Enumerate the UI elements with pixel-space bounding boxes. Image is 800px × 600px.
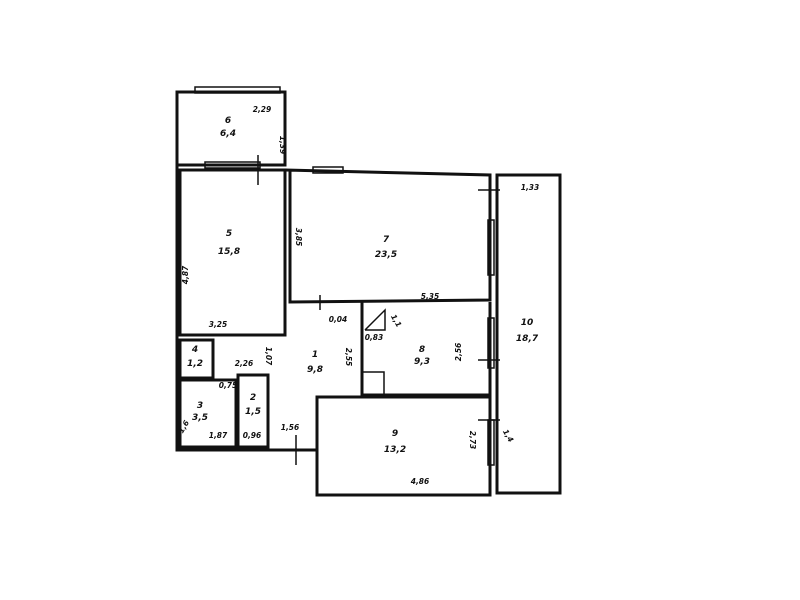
dim-r2-width: 0,96 <box>243 431 262 440</box>
dim-r6-width: 2,29 <box>253 105 272 114</box>
fixtures <box>194 86 500 466</box>
room-10-number: 10 <box>521 318 534 328</box>
wall-outer-left <box>175 92 300 452</box>
room-10-area: 18,7 <box>516 334 539 344</box>
dim-r9-height: 2,73 <box>468 431 477 450</box>
dim-r9-width: 4,86 <box>411 477 430 486</box>
dim-r8-height: 2,56 <box>454 343 463 362</box>
window-room-7 <box>312 166 344 174</box>
dim-hall-width: 1,56 <box>281 423 300 432</box>
dim-r10-width: 1,33 <box>521 183 540 192</box>
dim-corridor: 0,04 <box>329 315 348 324</box>
room-9-number: 9 <box>392 429 398 439</box>
dim-r7-width: 5,35 <box>421 292 440 301</box>
room-9-area: 13,2 <box>384 445 406 455</box>
room-3-area: 3,5 <box>192 413 208 423</box>
room-5-number: 5 <box>226 229 232 239</box>
wall-room-7 <box>284 168 492 304</box>
room-1-area: 9,8 <box>307 365 323 375</box>
room-4-area: 1,2 <box>187 359 203 369</box>
dim-r6-height: 1,39 <box>278 136 287 155</box>
dim-shaft-b: 1,1 <box>389 313 403 329</box>
wall-room-9 <box>315 395 492 497</box>
room-5-area: 15,8 <box>218 247 240 257</box>
dim-r9-side: 1,4 <box>501 428 515 444</box>
wall-room-3 <box>178 378 238 449</box>
wall-room-2 <box>236 373 270 449</box>
window-room-7-side <box>487 219 495 276</box>
room-4-number: 4 <box>191 345 198 355</box>
dim-r3-width: 1,87 <box>209 431 228 440</box>
room-7-number: 7 <box>383 235 390 245</box>
walls <box>175 90 562 497</box>
window-room-5 <box>204 161 261 169</box>
room-7-area: 23,5 <box>375 250 397 260</box>
dim-r1-height: 2,55 <box>344 348 353 367</box>
room-2-number: 2 <box>250 393 256 403</box>
wall-room-8 <box>360 302 492 397</box>
dim-r7-height: 3,85 <box>294 228 303 247</box>
wall-room-4 <box>178 338 215 380</box>
wall-room-10 <box>495 173 562 495</box>
dim-r1-side: 1,07 <box>264 347 273 366</box>
room-8-number: 8 <box>419 345 425 355</box>
wall-room-5 <box>178 168 287 337</box>
dim-r5-width: 3,25 <box>209 320 228 329</box>
dim-r3-a: 0,75 <box>219 381 238 390</box>
room-6-area: 6,4 <box>220 129 236 139</box>
niche <box>361 371 385 396</box>
dim-r5-height: 4,87 <box>181 265 190 284</box>
room-6-number: 6 <box>225 116 231 126</box>
room-3-number: 3 <box>197 401 203 411</box>
dimension-labels: 2,29 1,39 4,87 3,25 3,85 5,35 1,33 0,04 … <box>177 105 540 486</box>
window-room-6 <box>194 86 281 94</box>
room-8-area: 9,3 <box>414 357 430 367</box>
dim-r1-width: 2,26 <box>235 359 254 368</box>
room-labels: 6 6,4 5 15,8 7 23,5 10 18,7 4 1,2 1 9,8 … <box>187 116 539 455</box>
window-room-8 <box>487 317 495 369</box>
dim-shaft: 0,83 <box>365 333 384 342</box>
room-1-number: 1 <box>312 350 318 360</box>
room-2-area: 1,5 <box>245 407 261 417</box>
ventilation-shaft <box>364 308 386 331</box>
